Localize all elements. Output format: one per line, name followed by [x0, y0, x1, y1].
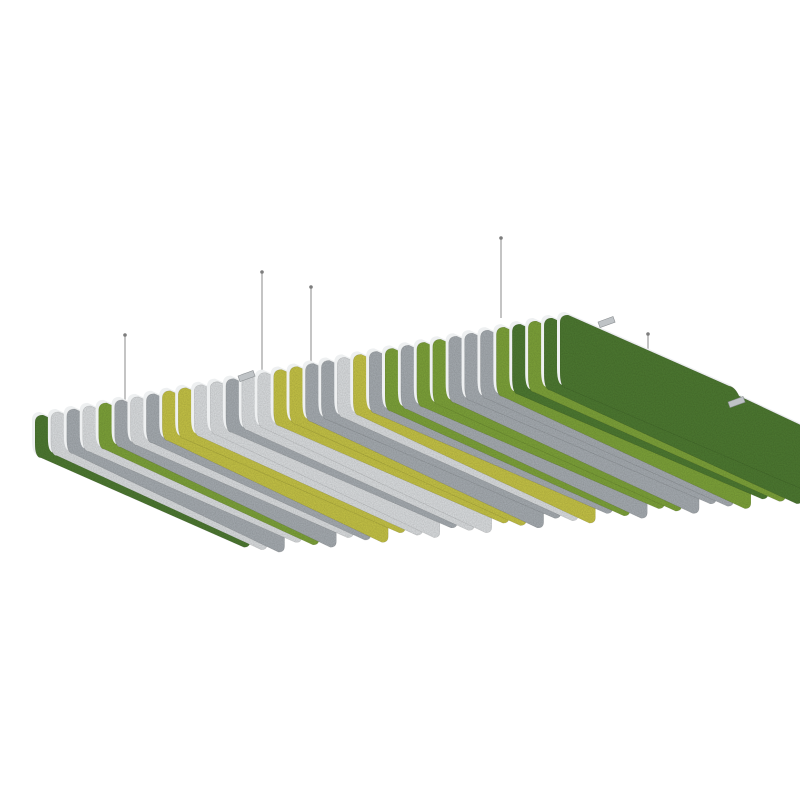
ceiling-anchor	[260, 270, 264, 274]
ceiling-anchor	[123, 333, 127, 337]
baffle-panels	[32, 312, 800, 553]
mounting-bracket	[237, 370, 256, 383]
ceiling-anchor	[309, 285, 313, 289]
ceiling-anchor	[646, 332, 650, 336]
mounting-bracket	[727, 396, 746, 409]
baffle-panel	[557, 312, 800, 489]
mounting-bracket	[597, 316, 616, 329]
baffle-panel-face	[559, 314, 800, 489]
suspension-wires	[123, 236, 650, 400]
ceiling-anchor	[499, 236, 503, 240]
mounting-hardware	[237, 316, 746, 409]
